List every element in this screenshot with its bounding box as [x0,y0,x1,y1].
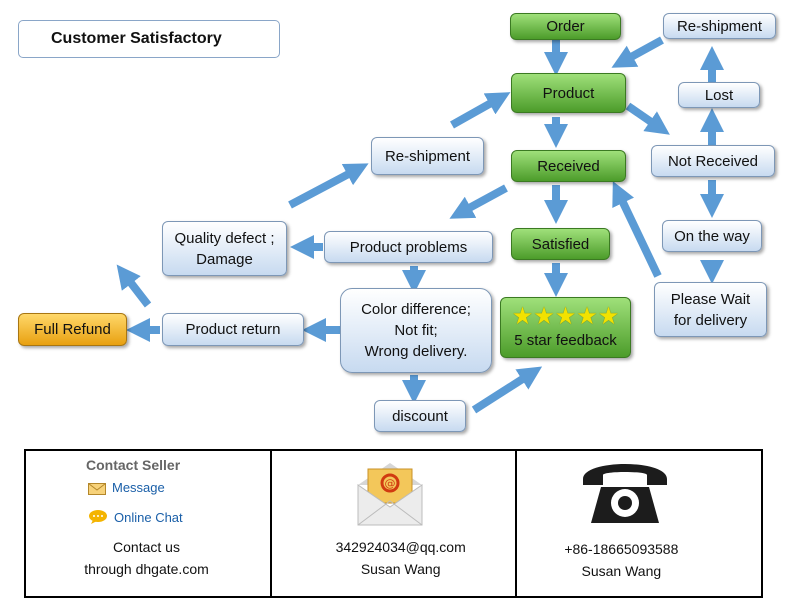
node-product-problems: Product problems [324,231,493,263]
star-icon: ★ [533,303,555,330]
node-five-star-feedback: ★★★★★ 5 star feedback [500,297,631,358]
node-please-wait: Please Wait for delivery [654,282,767,337]
node-satisfied: Satisfied [511,228,610,260]
star-icon: ★ [576,303,598,330]
email-envelope-icon: @ [354,455,426,527]
chat-bubble-icon [88,509,108,525]
contact-us-line: Contact us [113,539,180,555]
node-product-return: Product return [162,313,304,346]
email-address[interactable]: 342924034@qq.com [335,539,466,555]
dhgate-line: through dhgate.com [84,561,209,577]
node-order: Order [510,13,621,40]
online-chat-label: Online Chat [114,509,183,525]
node-not-received: Not Received [651,145,775,177]
envelope-icon [88,482,106,495]
phone-number[interactable]: +86-18665093588 [564,541,679,557]
node-on-the-way: On the way [662,220,762,252]
node-full-refund: Full Refund [18,313,127,346]
node-color-difference: Color difference; Not fit; Wrong deliver… [340,288,492,373]
message-label: Message [112,480,165,495]
diagram-title: Customer Satisfactory [18,20,280,58]
node-reshipment-top: Re-shipment [663,13,776,39]
star-icon: ★ [597,303,620,330]
email-cell: @ 342924034@qq.com Susan Wang [272,451,518,596]
node-quality-defect: Quality defect ; Damage [162,221,287,276]
phone-contact-name: Susan Wang [581,563,662,579]
contact-seller-heading: Contact Seller [86,457,181,473]
node-discount: discount [374,400,466,432]
telephone-icon [579,457,671,525]
star-icon: ★ [511,303,534,330]
contact-table: Contact Seller Message Online Chat Conta… [24,449,763,598]
node-received: Received [511,150,626,182]
five-star-label: 5 star feedback [514,332,617,349]
node-reshipment-left: Re-shipment [371,137,484,175]
contact-seller-cell: Contact Seller Message Online Chat Conta… [26,451,272,596]
message-link[interactable]: Message [88,480,165,495]
star-icon: ★ [554,303,577,330]
node-lost: Lost [678,82,760,108]
phone-cell: +86-18665093588 Susan Wang [517,451,761,596]
node-product: Product [511,73,626,113]
email-contact-name: Susan Wang [360,561,441,577]
online-chat-link[interactable]: Online Chat [88,509,183,525]
star-rating: ★★★★★ [512,304,620,330]
svg-text:@: @ [384,477,395,490]
